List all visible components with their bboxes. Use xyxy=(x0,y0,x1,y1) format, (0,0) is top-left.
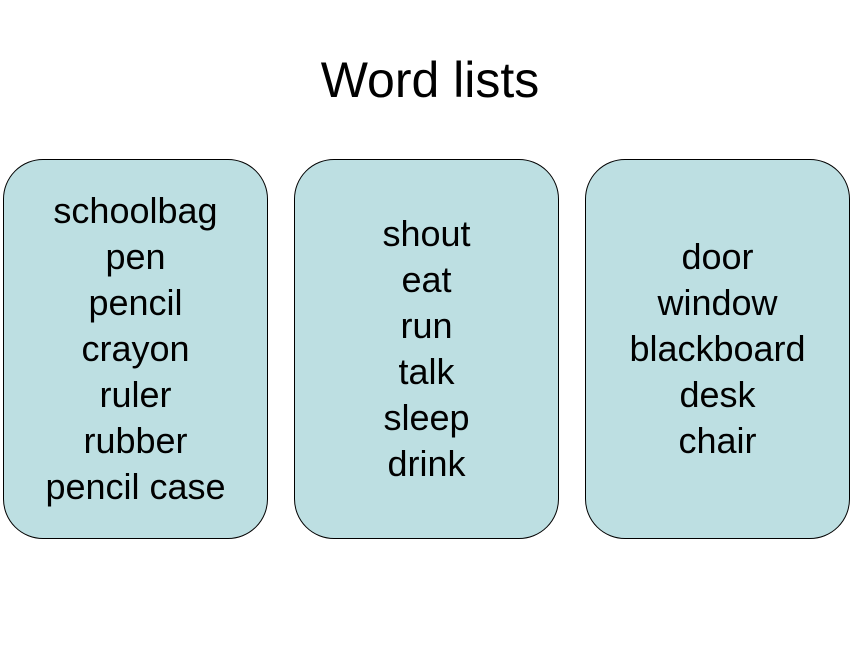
word-item: chair xyxy=(678,420,757,461)
word-item: ruler xyxy=(99,374,172,415)
word-item: schoolbag xyxy=(53,190,218,231)
word-list-box-2: shout eat run talk sleep drink xyxy=(294,159,559,539)
word-item: desk xyxy=(679,374,756,415)
word-item: crayon xyxy=(81,328,190,369)
word-item: sleep xyxy=(383,397,470,438)
word-item: run xyxy=(400,305,453,346)
word-item: rubber xyxy=(83,420,188,461)
word-item: pen xyxy=(105,236,166,277)
word-list-3: door window blackboard desk chair xyxy=(629,234,805,464)
word-item: pencil xyxy=(88,282,183,323)
word-list-box-1: schoolbag pen pencil crayon ruler rubber… xyxy=(3,159,268,539)
word-item: pencil case xyxy=(45,466,226,507)
word-list-1: schoolbag pen pencil crayon ruler rubber… xyxy=(45,188,225,510)
word-list-box-3: door window blackboard desk chair xyxy=(585,159,850,539)
word-item: drink xyxy=(387,443,466,484)
word-item: door xyxy=(681,236,754,277)
word-item: blackboard xyxy=(629,328,806,369)
word-item: shout xyxy=(382,213,471,254)
page-title: Word lists xyxy=(320,52,540,108)
word-item: eat xyxy=(401,259,452,300)
word-list-2: shout eat run talk sleep drink xyxy=(382,211,470,487)
word-item: talk xyxy=(398,351,455,392)
word-item: window xyxy=(657,282,778,323)
